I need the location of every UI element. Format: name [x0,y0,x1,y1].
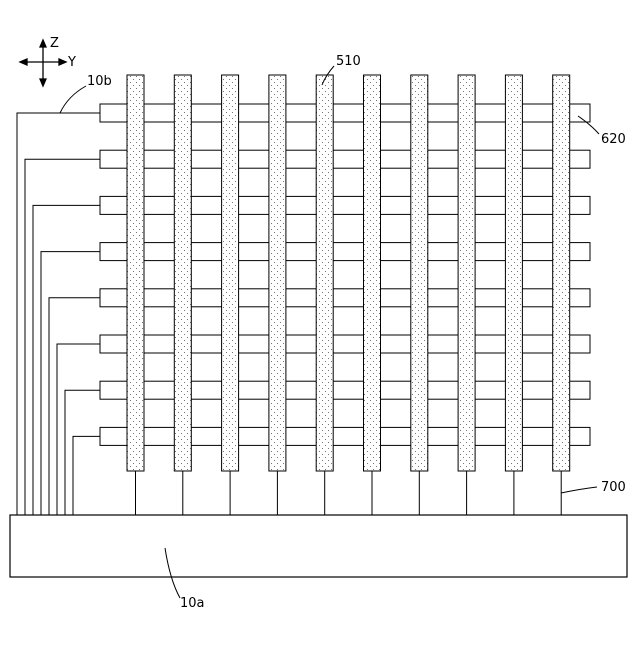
label-10a: 10a [180,596,205,611]
vertical-strip [411,75,428,471]
vertical-strip-group [127,75,570,471]
vertical-strip [222,75,239,471]
label-10b: 10b [87,74,112,89]
leader-700 [561,487,597,493]
wire-line [73,436,100,515]
vertical-strip [505,75,522,471]
connector-group [136,471,562,515]
wire-line [65,390,100,515]
vertical-strip [316,75,333,471]
label-700: 700 [601,480,626,495]
vertical-strip [174,75,191,471]
leader-10b [60,86,86,113]
wiring-group [17,113,100,515]
wire-line [57,344,100,515]
vertical-strip [364,75,381,471]
wire-line [17,113,100,515]
vertical-strip [127,75,144,471]
label-510: 510 [336,54,361,69]
vertical-strip [458,75,475,471]
z-axis-label: Z [50,36,59,51]
label-620: 620 [601,132,626,147]
vertical-strip [553,75,570,471]
wire-line [41,252,100,515]
wire-line [25,159,100,515]
axis-indicator-icon [20,40,66,86]
vertical-strip [269,75,286,471]
y-axis-label: Y [67,55,76,70]
base-block [10,515,627,577]
